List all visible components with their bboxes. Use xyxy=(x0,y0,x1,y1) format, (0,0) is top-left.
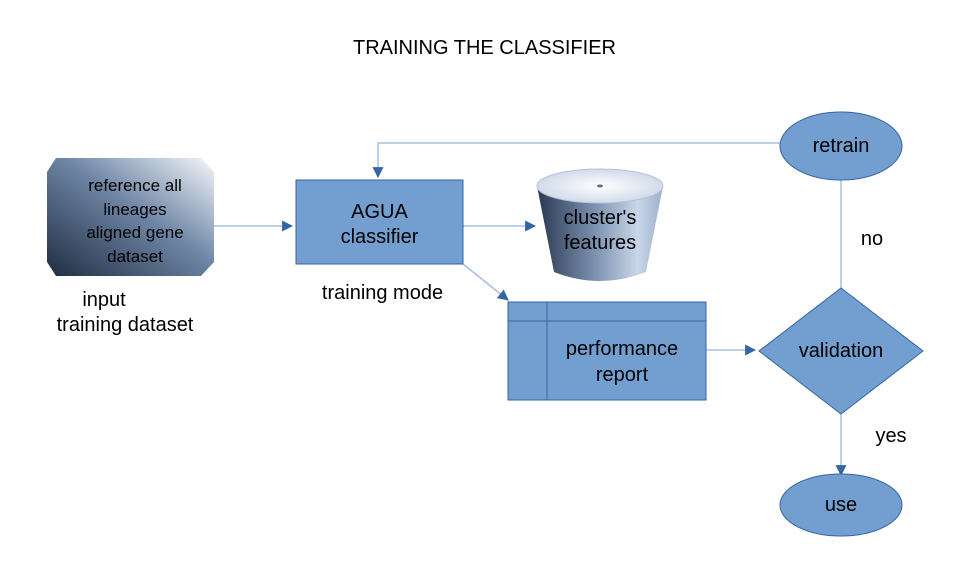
reference-line-3: aligned gene xyxy=(86,223,184,242)
performance-report-label: performance report xyxy=(547,336,697,388)
report-line-1: performance xyxy=(565,338,679,360)
features-label: cluster's features xyxy=(537,206,663,256)
features-cylinder xyxy=(536,168,664,281)
arrow-agua-to-report xyxy=(462,263,509,301)
reference-line-1: reference all xyxy=(88,176,182,195)
arrow-retrain-to-agua xyxy=(372,142,780,179)
reference-line-4: dataset xyxy=(107,246,163,266)
agua-classifier-label: AGUA classifier xyxy=(296,200,463,250)
agua-line-2: classifier xyxy=(340,226,419,248)
agua-line-1: AGUA xyxy=(351,201,408,223)
reference-dataset-label: reference all lineages aligned gene data… xyxy=(60,174,210,268)
no-label: no xyxy=(860,228,884,250)
training-mode-label: training mode xyxy=(321,282,444,304)
performance-report-box xyxy=(507,301,707,401)
input-training-dataset-label: input training dataset xyxy=(20,288,230,338)
reference-line-2: lineages xyxy=(103,199,167,219)
input-line-2: training dataset xyxy=(56,314,194,336)
report-line-2: report xyxy=(595,364,649,386)
reference-dataset-shape xyxy=(47,158,214,276)
retrain-ellipse xyxy=(779,111,903,181)
validation-label: validation xyxy=(798,340,884,362)
retrain-label: retrain xyxy=(812,135,870,157)
features-line-1: cluster's xyxy=(563,207,637,229)
yes-label: yes xyxy=(875,425,907,447)
use-label: use xyxy=(824,494,858,516)
diagram-title: TRAINING THE CLASSIFIER xyxy=(352,37,616,59)
input-line-1: input xyxy=(82,289,126,311)
validation-diamond xyxy=(758,287,924,415)
use-ellipse xyxy=(779,473,903,537)
features-line-2: features xyxy=(563,232,637,254)
agua-classifier-box xyxy=(295,179,464,265)
